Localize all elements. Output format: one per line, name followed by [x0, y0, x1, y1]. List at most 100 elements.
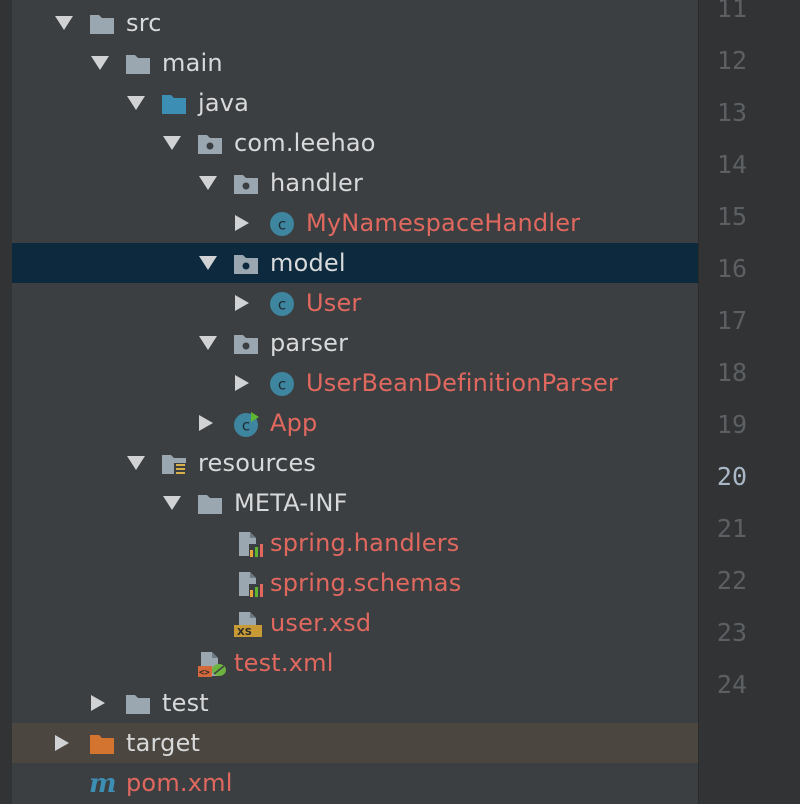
- tree-node-label: pom.xml: [126, 769, 233, 797]
- tree-node-spring-schemas[interactable]: spring.schemas: [12, 563, 698, 603]
- line-number: 19: [716, 410, 747, 439]
- svg-text:m: m: [89, 771, 116, 797]
- svg-text:c: c: [278, 296, 286, 314]
- line-number: 23: [716, 618, 747, 647]
- current-line-number: 20: [716, 462, 747, 491]
- tree-node-label: spring.schemas: [270, 569, 462, 597]
- folder-icon: [198, 495, 222, 514]
- collapse-arrow-icon[interactable]: [91, 695, 105, 711]
- tree-node-label: resources: [198, 449, 317, 477]
- tree-node-model[interactable]: model: [12, 243, 698, 283]
- properties-file-icon: [239, 572, 263, 597]
- maven-icon: m: [89, 771, 116, 797]
- tree-node-label: User: [306, 289, 362, 317]
- expand-arrow-icon[interactable]: [127, 456, 145, 470]
- svg-text:XS: XS: [237, 627, 252, 637]
- svg-text:c: c: [278, 216, 286, 234]
- tree-node-mynamespacehandler[interactable]: c MyNamespaceHandler: [12, 203, 698, 243]
- class-icon: c: [270, 292, 294, 316]
- tree-node-label: META-INF: [234, 489, 348, 517]
- tree-node-parser[interactable]: parser: [12, 323, 698, 363]
- spring-xml-file-icon: <>: [198, 652, 226, 677]
- tree-node-resources[interactable]: resources: [12, 443, 698, 483]
- folder-icon: [126, 695, 150, 714]
- line-number: 15: [716, 202, 747, 231]
- package-icon: [234, 335, 258, 354]
- tree-node-label: parser: [270, 329, 349, 357]
- runnable-class-icon: c: [234, 412, 259, 437]
- class-icon: c: [270, 372, 294, 396]
- tree-node-com-leehao[interactable]: com.leehao: [12, 123, 698, 163]
- tool-window-strip: [0, 0, 12, 804]
- package-icon: [198, 135, 222, 154]
- expand-arrow-icon[interactable]: [163, 136, 181, 150]
- line-number: 22: [716, 566, 747, 595]
- tree-node-test[interactable]: test: [12, 683, 698, 723]
- expand-arrow-icon[interactable]: [199, 256, 217, 270]
- line-number: 16: [716, 254, 747, 283]
- tree-node-label: App: [270, 409, 318, 437]
- tree-node-label: java: [198, 89, 250, 117]
- folder-icon: [90, 15, 114, 34]
- tree-node-label: UserBeanDefinitionParser: [306, 369, 618, 397]
- excluded-folder-icon: [90, 735, 114, 754]
- svg-text:c: c: [278, 376, 286, 394]
- tree-node-label: src: [126, 9, 162, 37]
- tree-node-meta-inf[interactable]: META-INF: [12, 483, 698, 523]
- tree-node-label: test: [162, 689, 209, 717]
- collapse-arrow-icon[interactable]: [235, 375, 249, 391]
- expand-arrow-icon[interactable]: [199, 336, 217, 350]
- tree-node-app[interactable]: c App: [12, 403, 698, 443]
- collapse-arrow-icon[interactable]: [235, 215, 249, 231]
- line-number: 14: [716, 150, 747, 179]
- svg-text:c: c: [242, 417, 250, 435]
- tree-node-java[interactable]: java: [12, 83, 698, 123]
- svg-text:<>: <>: [199, 668, 210, 677]
- tree-node-pom-xml[interactable]: m pom.xml: [12, 763, 698, 803]
- tree-node-label: com.leehao: [234, 129, 376, 157]
- tree-node-test-xml[interactable]: <> test.xml: [12, 643, 698, 683]
- line-number: 11: [716, 0, 747, 23]
- tree-node-spring-handlers[interactable]: spring.handlers: [12, 523, 698, 563]
- expand-arrow-icon[interactable]: [55, 16, 73, 30]
- collapse-arrow-icon[interactable]: [235, 295, 249, 311]
- source-folder-icon: [162, 95, 186, 114]
- line-number: 17: [716, 306, 747, 335]
- editor-gutter: 11 12 13 14 15 16 17 18 19 20 21 22 23 2…: [699, 0, 800, 804]
- tree-node-label: spring.handlers: [270, 529, 460, 557]
- package-icon: [234, 175, 258, 194]
- line-number: 13: [716, 98, 747, 127]
- tree-node-label: handler: [270, 169, 364, 197]
- tree-node-label: model: [270, 249, 346, 277]
- properties-file-icon: [239, 532, 263, 557]
- line-number: 12: [716, 46, 747, 75]
- xsd-file-icon: XS: [234, 612, 262, 637]
- line-number: 18: [716, 358, 747, 387]
- expand-arrow-icon[interactable]: [127, 96, 145, 110]
- project-tree[interactable]: src main java com.leehao: [12, 0, 698, 804]
- tree-node-src[interactable]: src: [12, 3, 698, 43]
- tree-node-handler[interactable]: handler: [12, 163, 698, 203]
- tree-node-label: MyNamespaceHandler: [306, 209, 581, 237]
- collapse-arrow-icon[interactable]: [199, 415, 213, 431]
- expand-arrow-icon[interactable]: [91, 56, 109, 70]
- expand-arrow-icon[interactable]: [163, 496, 181, 510]
- tree-node-label: target: [126, 729, 201, 757]
- class-icon: c: [270, 212, 294, 236]
- panel-divider[interactable]: [698, 0, 699, 804]
- tree-node-user[interactable]: c User: [12, 283, 698, 323]
- tree-node-label: main: [162, 49, 223, 77]
- package-icon: [234, 255, 258, 274]
- tree-node-label: test.xml: [234, 649, 334, 677]
- tree-node-target[interactable]: target: [12, 723, 698, 763]
- tree-node-main[interactable]: main: [12, 43, 698, 83]
- line-number: 24: [716, 670, 747, 699]
- collapse-arrow-icon[interactable]: [55, 735, 69, 751]
- line-number: 21: [716, 514, 747, 543]
- tree-node-user-xsd[interactable]: XS user.xsd: [12, 603, 698, 643]
- tree-node-userbeandefinitionparser[interactable]: c UserBeanDefinitionParser: [12, 363, 698, 403]
- folder-icon: [126, 55, 150, 74]
- resources-folder-icon: [162, 455, 186, 475]
- expand-arrow-icon[interactable]: [199, 176, 217, 190]
